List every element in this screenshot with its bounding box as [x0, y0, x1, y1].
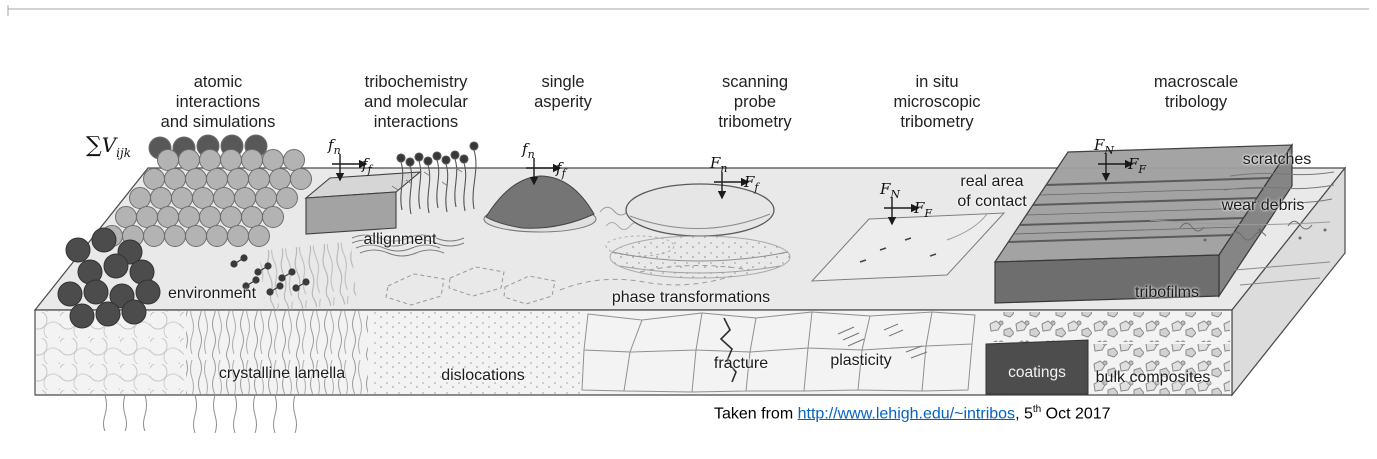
tribofilm-trails	[1234, 261, 1331, 286]
force-vectors-in-situ: FN FF	[874, 180, 936, 232]
alignment-strands	[351, 234, 465, 257]
scratch-lines	[1223, 171, 1335, 204]
top-edge-line	[7, 5, 1369, 16]
column-label-single-asperity: single asperity	[534, 73, 592, 112]
sigma-symbol: ∑	[86, 133, 102, 158]
caption-prefix: Taken from	[714, 405, 798, 423]
caption-separator: ,	[1015, 405, 1024, 423]
normal-force-label: Fn	[710, 154, 728, 175]
probe-substrate	[609, 235, 791, 279]
force-vectors-scanning-probe: Fn Ff	[704, 154, 766, 206]
macroscale-block-front	[994, 254, 1220, 304]
label-scratches: scratches	[1242, 151, 1312, 168]
caption-date-rest: Oct 2017	[1041, 405, 1111, 423]
caption-date-ordinal: th	[1032, 404, 1042, 415]
label-alignment: allignment	[363, 231, 437, 248]
lamella-texture	[186, 311, 368, 394]
friction-force-label: FF	[914, 199, 933, 220]
surface-lamella-bundle	[259, 241, 357, 313]
label-crystalline-lamella: crystalline lamella	[218, 365, 346, 382]
normal-force-label: FN	[1094, 136, 1115, 157]
label-coatings: coatings	[1008, 364, 1066, 381]
friction-force-label: FF	[1128, 155, 1147, 176]
label-real-area-of-contact: real area of contact	[957, 173, 1027, 210]
macroscale-block	[993, 143, 1294, 304]
dislocation-texture	[372, 311, 582, 394]
molecule-brushes	[391, 141, 479, 215]
phase-transformation-dashes	[559, 264, 751, 291]
dashed-grain-cells	[385, 266, 556, 306]
atomic-lattice	[101, 134, 312, 247]
label-tribofilms: tribofilms	[1134, 284, 1200, 301]
friction-force-label: Ff	[744, 173, 759, 194]
environment-molecules	[230, 254, 310, 296]
potential-subscript: ijk	[116, 146, 132, 160]
potential-symbol: V	[101, 133, 117, 157]
column-label-macroscale: macroscale tribology	[1153, 73, 1239, 112]
wear-debris-marks	[1149, 219, 1331, 242]
source-link[interactable]: http://www.lehigh.edu/~intribos	[797, 405, 1016, 423]
force-arrows-icon	[526, 158, 562, 186]
force-arrows-icon	[1098, 154, 1134, 182]
friction-force-label: ff	[556, 159, 566, 180]
label-wear-debris: wear debris	[1221, 197, 1305, 214]
label-bulk-composites: bulk composites	[1095, 369, 1211, 386]
hanging-roots	[103, 394, 297, 434]
insitu-plate	[810, 212, 1006, 282]
force-arrows-icon	[884, 198, 920, 226]
tribofilm-streaks	[1007, 177, 1271, 243]
grain-network	[581, 311, 976, 393]
fracture-crack	[719, 317, 737, 383]
composite-rubble-lower	[1092, 344, 1230, 394]
cross-section-textures	[36, 311, 1230, 395]
label-plasticity: plasticity	[830, 352, 892, 369]
label-fracture: fracture	[713, 355, 769, 372]
force-vectors-macroscale: FN FF	[1088, 136, 1150, 188]
coating-band	[985, 339, 1089, 395]
force-vectors-single-asperity: fn ff	[516, 140, 578, 192]
friction-force-label: ff	[362, 155, 372, 176]
column-label-atomic-interactions: atomic interactions and simulations	[160, 73, 276, 132]
real-area-leader-line	[946, 213, 988, 241]
sum-potential-label: ∑Vijk	[86, 133, 131, 160]
caption-date-day: 5	[1023, 405, 1033, 423]
normal-force-label: FN	[880, 180, 901, 201]
label-dislocations: dislocations	[441, 367, 525, 384]
column-label-scanning-probe: scanning probe tribometry	[718, 73, 792, 132]
dark-atom-cluster	[57, 227, 161, 329]
normal-force-label: fn	[328, 136, 341, 157]
asperity-dome	[485, 175, 595, 229]
column-label-tribochemistry: tribochemistry and molecular interaction…	[364, 73, 468, 132]
force-vectors-tribochemistry: fn ff	[322, 136, 384, 188]
label-environment: environment	[167, 285, 257, 302]
normal-force-label: fn	[522, 140, 535, 161]
composite-rubble-upper	[988, 312, 1230, 342]
force-arrows-icon	[714, 172, 750, 200]
insitu-contact-marks	[859, 237, 937, 263]
source-caption: Taken from http://www.lehigh.edu/~intrib…	[714, 404, 1111, 423]
column-label-in-situ: in situ microscopic tribometry	[893, 73, 981, 132]
force-arrows-icon	[332, 154, 368, 182]
probe-lens-shading	[629, 213, 771, 229]
label-phase-transformations: phase transformations	[611, 289, 771, 306]
slip-bands	[837, 323, 928, 359]
